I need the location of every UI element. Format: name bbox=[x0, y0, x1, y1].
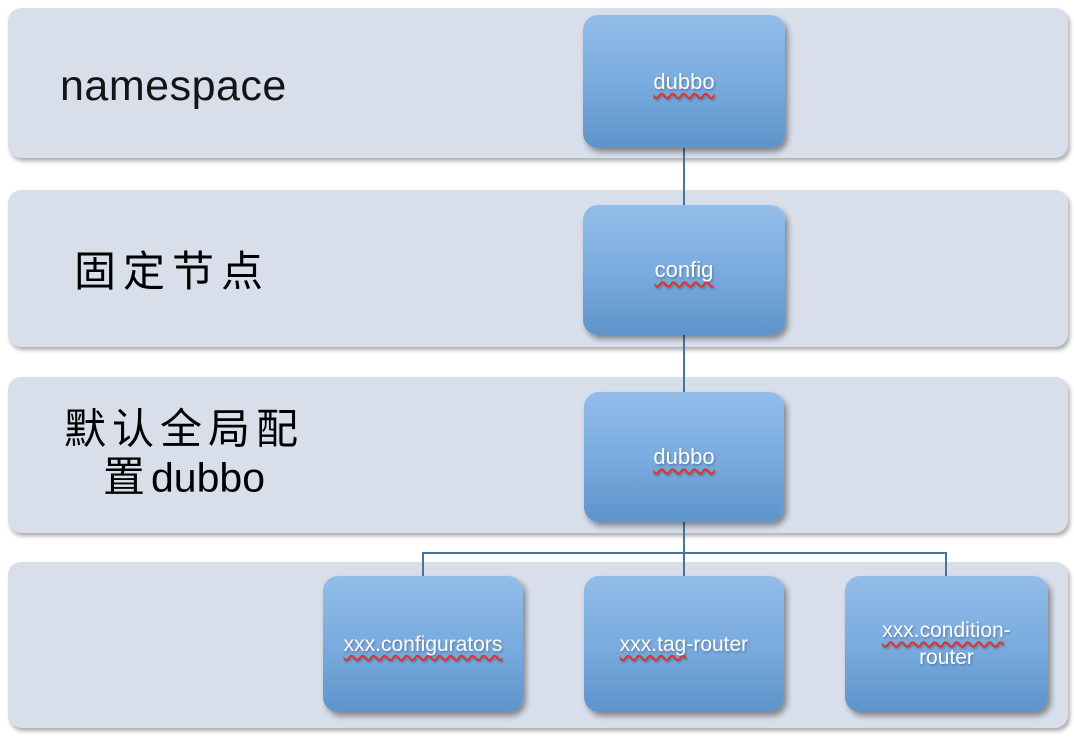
connector-drop-condition-router bbox=[945, 552, 947, 577]
connector-dubbo-to-config bbox=[683, 148, 685, 205]
node-xxx-tag-router-label: xxx.tag-router bbox=[619, 632, 749, 656]
node-config-label: config bbox=[654, 257, 714, 282]
connector-children-rail bbox=[422, 552, 947, 554]
connector-drop-configurators bbox=[422, 552, 424, 577]
node-config: config bbox=[583, 205, 785, 335]
node-xxx-configurators: xxx.configurators bbox=[323, 576, 523, 712]
band-label-line1: 默认全局配 bbox=[63, 407, 304, 454]
node-xxx-tag-router: xxx.tag-router bbox=[584, 576, 784, 712]
node-xxx-condition-router: xxx.condition- router bbox=[845, 576, 1048, 712]
band-fixed-node: 固定节点 bbox=[8, 190, 1068, 347]
band-label-line2: 置dubbo bbox=[102, 454, 266, 502]
node-dubbo-global-label: dubbo bbox=[653, 444, 715, 469]
node-xxx-configurators-label: xxx.configurators bbox=[343, 632, 503, 656]
band-namespace: namespace bbox=[8, 8, 1068, 158]
connector-dubbo-to-tag-router bbox=[683, 522, 685, 577]
node-dubbo-namespace-label: dubbo bbox=[653, 68, 715, 94]
node-dubbo-global: dubbo bbox=[584, 392, 784, 522]
band-label-default-global-config: 默认全局配 置dubbo bbox=[24, 408, 344, 503]
node-xxx-condition-router-label-line1: xxx.condition- bbox=[882, 619, 1011, 642]
band-label-namespace: namespace bbox=[60, 61, 287, 110]
node-xxx-condition-router-label-line2: router bbox=[919, 646, 974, 669]
band-default-global-config: 默认全局配 置dubbo bbox=[8, 377, 1068, 533]
connector-config-to-dubbo bbox=[683, 335, 685, 392]
node-dubbo-namespace: dubbo bbox=[583, 15, 785, 148]
band-label-fixed-node: 固定节点 bbox=[74, 250, 271, 296]
